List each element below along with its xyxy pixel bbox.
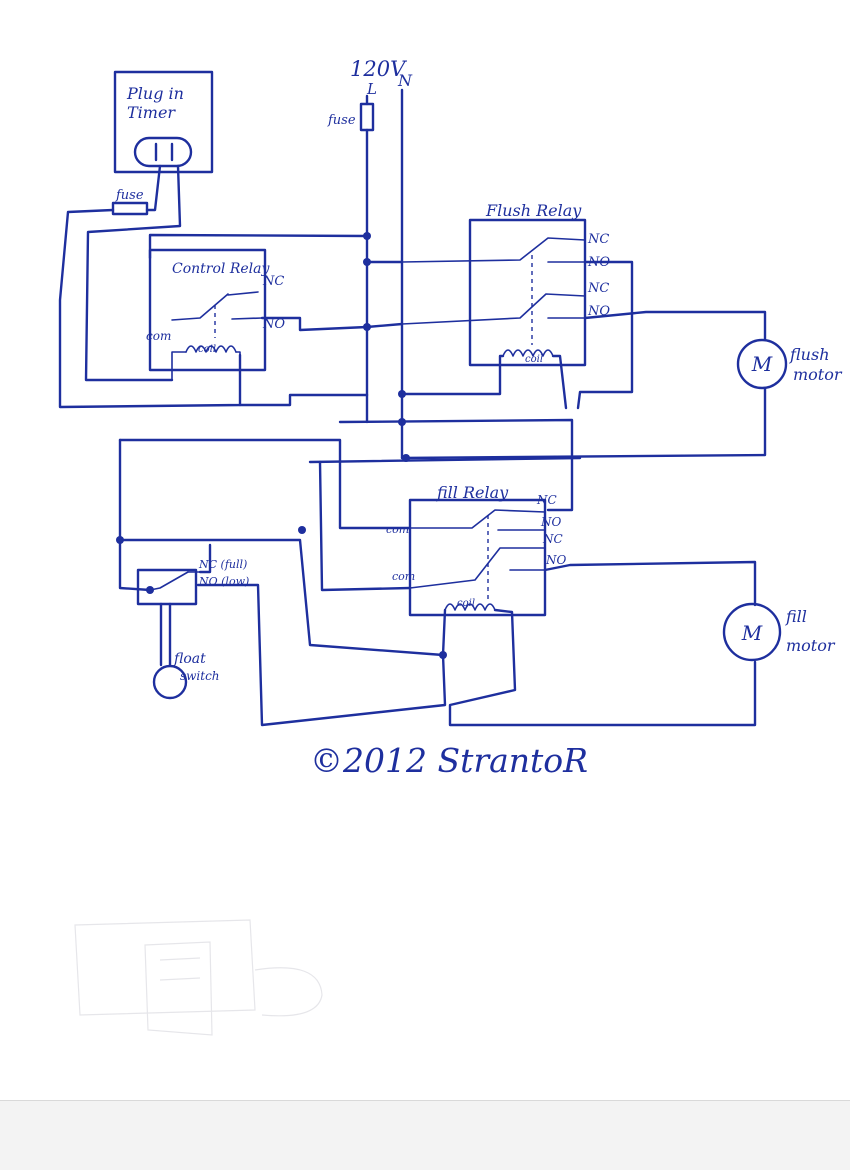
bleed-through-ghost: [74, 919, 323, 1036]
float-switch-label-line1: float: [173, 651, 206, 667]
junction-dot: [439, 651, 447, 659]
control-relay: Control Relay NC NO com coil: [146, 233, 369, 381]
float-switch-label-line2: switch: [180, 669, 220, 683]
fill-relay-nc2-label: NC: [542, 532, 563, 546]
fill-relay-coil-icon: [444, 603, 496, 611]
junction-dot: [363, 323, 371, 331]
plug-in-timer: Plug in Timer fuse: [58, 70, 242, 409]
fill-relay-coil-label: coil: [457, 598, 475, 609]
timer-fuse-label: fuse: [115, 188, 144, 203]
supply-voltage-label: 120V: [350, 57, 407, 81]
float-ball-icon: [152, 664, 188, 700]
flush-relay-nc2-label: NC: [587, 281, 609, 296]
bus-wiring: [118, 393, 582, 657]
junction-dot: [363, 232, 371, 240]
junction-dot: [398, 418, 406, 426]
fill-relay-nc1-label: NC: [536, 493, 557, 507]
supply-line-label: L: [366, 80, 377, 98]
diagram-paper: [0, 0, 850, 1100]
timer-fuse-icon: [111, 201, 149, 216]
junction-dot: [146, 586, 154, 594]
scan-bottom-strip: [0, 1100, 850, 1170]
supply-fuse-label: fuse: [327, 113, 356, 128]
flush-motor-label-line2: motor: [793, 365, 843, 384]
control-relay-title: Control Relay: [172, 261, 270, 277]
flush-motor-icon: [736, 338, 788, 390]
float-switch-no-label: NO (low): [198, 575, 249, 588]
fill-relay-com1-label: com: [386, 523, 409, 536]
junction-dot: [398, 390, 406, 398]
fill-relay-no2-label: NO: [545, 553, 567, 567]
timer-title-line1: Plug in: [126, 84, 184, 103]
signature: ©2012 StrantoR: [310, 741, 588, 780]
control-relay-nc-label: NC: [262, 274, 284, 289]
flush-relay-coil-icon: [502, 349, 554, 357]
junction-dot: [402, 454, 410, 462]
fill-motor-icon: [722, 602, 782, 662]
flush-relay-nc1-label: NC: [587, 232, 609, 247]
supply-120v: 120V L N fuse: [327, 57, 413, 460]
fill-relay: fill Relay NC NO NC NO com com coil: [196, 483, 757, 727]
fill-relay-com2-label: com: [392, 570, 415, 583]
fill-motor-symbol: M: [741, 621, 763, 645]
outlet-icon: [133, 136, 193, 168]
junction-dot: [298, 526, 306, 534]
supply-neutral-label: N: [397, 71, 413, 90]
flush-relay-title: Flush Relay: [485, 201, 582, 220]
float-switch: NC (full) NO (low) float switch: [118, 538, 249, 700]
float-switch-nc-label: NC (full): [198, 558, 247, 571]
fill-motor: M fill motor: [722, 602, 836, 662]
fill-motor-label-line1: fill: [785, 607, 807, 626]
timer-title-line2: Timer: [127, 103, 176, 122]
flush-relay-coil-label: coil: [525, 354, 543, 365]
fill-relay-title: fill Relay: [436, 483, 509, 502]
supply-fuse-icon: [359, 102, 375, 132]
junction-dot: [116, 536, 124, 544]
junction-dots: [116, 232, 447, 659]
flush-relay: Flush Relay NC NO NC NO coil: [365, 201, 767, 410]
control-relay-coil-label: coil: [198, 344, 216, 355]
wiring-schematic: 120V L N fuse Plug in Timer fuse Control…: [58, 57, 843, 1036]
control-relay-com-label: com: [146, 329, 171, 343]
flush-motor: M flush motor: [400, 338, 843, 460]
fill-relay-no1-label: NO: [540, 515, 562, 529]
flush-motor-label-line1: flush: [789, 345, 830, 364]
junction-dot: [363, 258, 371, 266]
control-relay-coil-icon: [185, 345, 237, 353]
control-relay-no-label: NO: [262, 317, 285, 332]
flush-motor-symbol: M: [751, 352, 773, 376]
fill-motor-label-line2: motor: [786, 636, 836, 655]
